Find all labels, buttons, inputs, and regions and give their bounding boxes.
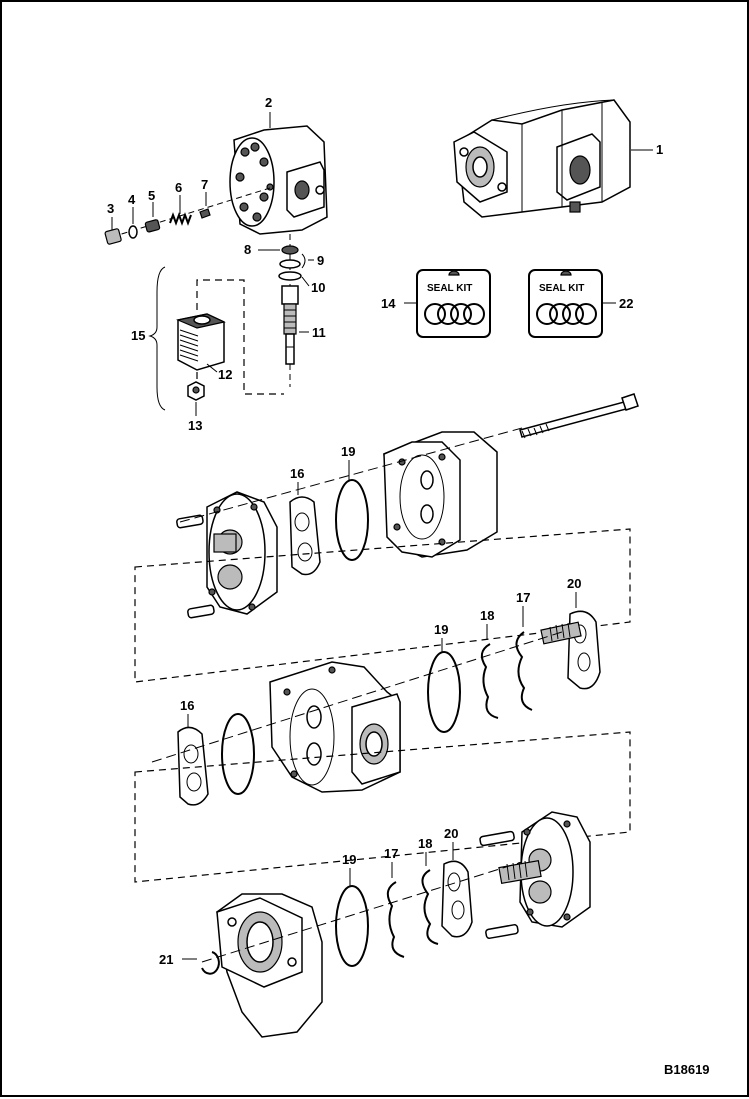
- valve-cartridge: [278, 234, 302, 387]
- axis-line-middle: [151, 631, 563, 763]
- callout-18-middle: 18: [480, 608, 494, 623]
- callout-9: 9: [317, 253, 324, 268]
- callout-15: 15: [131, 328, 145, 343]
- callout-14: 14: [381, 296, 396, 311]
- callout-18-lower: 18: [418, 836, 432, 851]
- front-flange-cover: [216, 893, 323, 1038]
- relief-valve-parts: [104, 187, 271, 245]
- thrust-plate-20-lower: [441, 860, 473, 938]
- callout-8: 8: [244, 242, 251, 257]
- rear-cover: [383, 431, 498, 558]
- callout-19-upper: 19: [341, 444, 355, 459]
- center-housing: [269, 661, 401, 793]
- tie-bolt: [519, 393, 639, 439]
- wear-plate-16-upper: [289, 496, 321, 576]
- callout-19-lower: 19: [342, 852, 356, 867]
- callout-17-middle: 17: [516, 590, 530, 605]
- axis-line-lower: [201, 861, 523, 963]
- assembled-pump: [453, 99, 631, 218]
- callout-20-lower: 20: [444, 826, 458, 841]
- group-outline-upper: [134, 528, 631, 683]
- seal-17-middle: [515, 631, 533, 711]
- callout-2: 2: [265, 95, 272, 110]
- callout-13: 13: [188, 418, 202, 433]
- backup-ring-18-middle: [480, 643, 499, 719]
- seal-kit-label-14: SEAL KIT: [427, 283, 472, 294]
- callout-7: 7: [201, 177, 208, 192]
- seal-19-upper: [335, 479, 369, 561]
- seal-kit-14: [416, 269, 491, 338]
- seal-19-middle: [427, 651, 461, 733]
- callout-4: 4: [128, 192, 136, 207]
- seal-kit-22: [528, 269, 603, 338]
- gear-plate-lower: [479, 811, 591, 939]
- seal-kit-label-22: SEAL KIT: [539, 283, 584, 294]
- gear-plate-upper: [176, 491, 278, 619]
- callout-16-upper: 16: [290, 466, 304, 481]
- thrust-plate-20-middle: [540, 610, 601, 690]
- coil-kit-bracket: [148, 266, 284, 411]
- callout-11: 11: [312, 325, 326, 340]
- callout-12: 12: [218, 367, 232, 382]
- snap-ring-21: [201, 951, 220, 975]
- callout-10: 10: [311, 280, 325, 295]
- seal-lower-left: [221, 713, 255, 795]
- callout-6: 6: [175, 180, 182, 195]
- valve-housing: [229, 125, 328, 235]
- callout-16-middle: 16: [180, 698, 194, 713]
- callout-1: 1: [656, 142, 663, 157]
- solenoid-coil: [175, 313, 226, 401]
- callout-3: 3: [107, 201, 114, 216]
- callout-20-middle: 20: [567, 576, 581, 591]
- seal-17-lower: [386, 881, 405, 958]
- callout-17-lower: 17: [384, 846, 398, 861]
- seal-19-lower: [335, 885, 369, 967]
- backup-ring-18-lower: [421, 869, 439, 945]
- callout-5: 5: [148, 188, 155, 203]
- callout-19-middle: 19: [434, 622, 448, 637]
- group-outline-lower: [134, 731, 631, 883]
- wear-plate-16-middle: [177, 726, 209, 806]
- callout-22: 22: [619, 296, 633, 311]
- callout-21: 21: [159, 952, 173, 967]
- figure-id: B18619: [664, 1062, 710, 1077]
- leader-lines: [111, 112, 653, 960]
